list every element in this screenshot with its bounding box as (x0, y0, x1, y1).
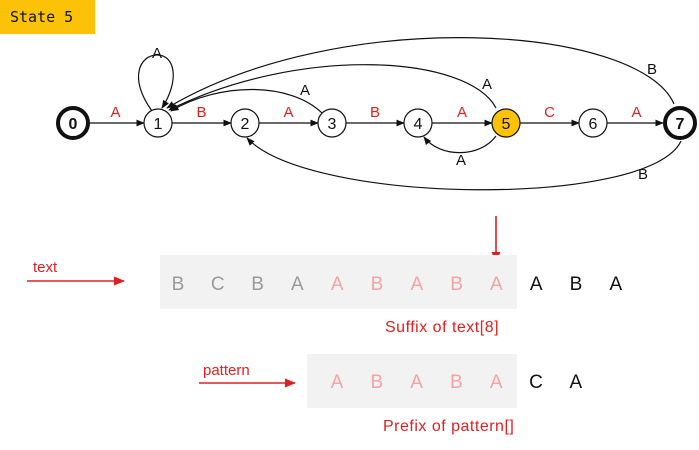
state-badge-label: State 5 (10, 8, 74, 26)
pattern-char: A (569, 372, 582, 393)
pattern-char: B (370, 372, 383, 393)
state-node-0: 0 (56, 106, 90, 140)
state-badge: State 5 (0, 0, 95, 34)
svg-text:0: 0 (69, 116, 78, 133)
pattern-char: B (450, 372, 463, 393)
text-char: B (570, 274, 583, 295)
text-char: B (371, 274, 384, 295)
text-char: B (251, 274, 264, 295)
edge-3-1 (170, 88, 323, 114)
text-char: A (530, 274, 543, 295)
edge-label: B (638, 166, 648, 183)
text-row-label: text (33, 259, 58, 276)
state-node-3: 3 (317, 108, 347, 138)
state-node-1: 1 (143, 108, 173, 138)
text-shade (160, 255, 517, 309)
edge-label: C (544, 104, 555, 121)
svg-text:7: 7 (676, 116, 685, 133)
text-char: A (331, 274, 344, 295)
text-char: A (291, 274, 304, 295)
edge-label: A (631, 104, 641, 121)
pattern-char: A (410, 372, 423, 393)
pattern-caption: Prefix of pattern[] (383, 418, 515, 435)
svg-text:3: 3 (328, 116, 337, 133)
pattern-char: A (490, 372, 503, 393)
edge-5-1 (168, 64, 497, 111)
edge-label: B (196, 104, 206, 121)
svg-text:4: 4 (414, 116, 423, 133)
edge-label: A (110, 104, 120, 121)
edge-7-2 (246, 137, 682, 191)
edge-label: A (152, 45, 162, 62)
state-node-5: 5 (491, 108, 521, 138)
state-node-2: 2 (230, 108, 260, 138)
text-char: C (211, 274, 225, 295)
state-node-4: 4 (403, 108, 433, 138)
text-char: B (172, 274, 185, 295)
pattern-shade (307, 354, 517, 408)
svg-text:1: 1 (154, 116, 163, 133)
edge-label: A (300, 82, 310, 99)
edge-1-1 (137, 54, 174, 112)
edge-label: A (456, 152, 466, 169)
edge-label: A (283, 104, 293, 121)
text-char: A (490, 274, 503, 295)
text-char: A (609, 274, 622, 295)
edge-7-1 (166, 37, 675, 109)
pattern-row-label: pattern (203, 362, 250, 379)
pattern-char: A (331, 372, 344, 393)
text-char: B (450, 274, 463, 295)
pattern-char: C (529, 372, 543, 393)
state-node-6: 6 (578, 108, 608, 138)
edge-label: A (457, 104, 467, 121)
edge-label: B (647, 61, 657, 78)
svg-text:2: 2 (241, 116, 250, 133)
edge-label: A (482, 76, 492, 93)
svg-text:5: 5 (502, 116, 511, 133)
edge-label: B (370, 104, 380, 121)
edge-5-4 (423, 135, 497, 154)
state-node-7: 7 (663, 106, 697, 140)
text-char: A (410, 274, 423, 295)
text-caption: Suffix of text[8] (385, 319, 500, 336)
svg-text:6: 6 (589, 116, 598, 133)
